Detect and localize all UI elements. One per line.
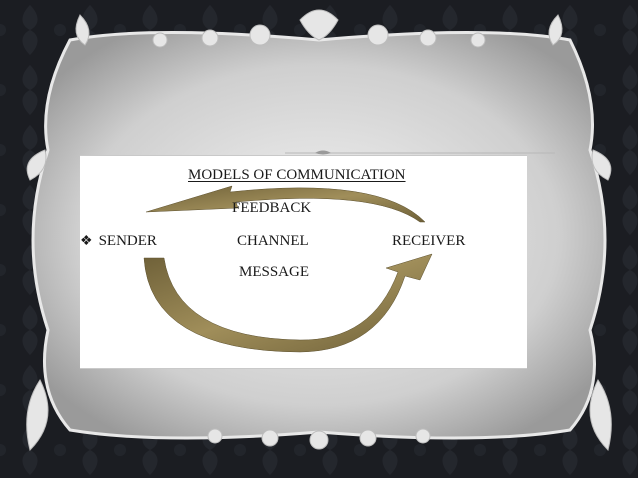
message-label: MESSAGE: [239, 264, 310, 280]
sender-label-row: ❖ SENDER: [80, 232, 157, 251]
diamond-bullet-icon: ❖: [80, 234, 93, 249]
communication-cycle-arrows: [143, 185, 433, 353]
receiver-label: RECEIVER: [392, 233, 466, 249]
feedback-label: FEEDBACK: [232, 200, 312, 216]
sender-label: SENDER: [98, 233, 157, 249]
channel-label: CHANNEL: [237, 233, 309, 249]
feedback-arrow: [145, 185, 426, 223]
diagram-title: MODELS OF COMMUNICATION: [188, 167, 406, 183]
diagram-panel: MODELS OF COMMUNICATION FEEDBACK ❖ SENDER…: [80, 155, 527, 369]
title-divider-ornament: [285, 150, 555, 155]
message-arrow: [143, 253, 433, 353]
